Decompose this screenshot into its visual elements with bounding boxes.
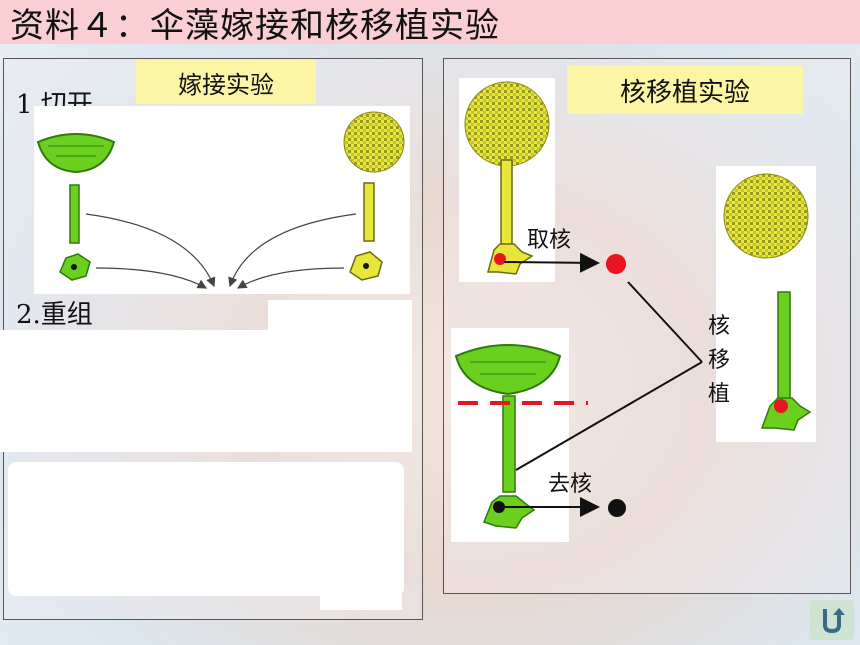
- graft-arrow-3: [228, 213, 357, 288]
- transplant-line-1: [627, 281, 703, 363]
- yellow-cap-icon: [343, 111, 405, 173]
- graft-label: 嫁接实验: [136, 60, 316, 104]
- yellow-alga-icon: [464, 81, 550, 275]
- take-nucleus-arrow: [503, 252, 600, 273]
- green-alga-icon: [454, 344, 562, 529]
- step-recombine: 2.重组: [16, 300, 93, 330]
- title-bar: 资料４：伞藻嫁接和核移植实验: [0, 0, 860, 46]
- result-alga-nucleus: [774, 399, 788, 413]
- transplant-label: 核移植实验: [567, 66, 803, 114]
- yellow-nucleus-dot: [363, 263, 369, 269]
- return-button[interactable]: [810, 600, 854, 640]
- transplant-char-3: 植: [707, 382, 730, 407]
- green-stalk-icon: [69, 184, 80, 244]
- graft-arrow-1: [85, 213, 216, 288]
- green-alga-nucleus: [493, 501, 505, 513]
- graft-arrow-4: [236, 267, 345, 289]
- green-cap-icon: [36, 133, 116, 174]
- take-nucleus-label: 取核: [527, 228, 572, 253]
- page-title: 资料４：伞藻嫁接和核移植实验: [10, 6, 500, 46]
- transplant-char-2: 移: [707, 348, 730, 373]
- yellow-stalk-icon: [363, 182, 375, 242]
- recombine-cover-1: [0, 330, 412, 452]
- graft-arrow-2: [95, 267, 208, 289]
- transplant-line-2: [515, 361, 703, 471]
- transplant-char-1: 核: [707, 314, 730, 339]
- recombine-cover-4: [320, 560, 402, 610]
- removed-black-nucleus: [608, 499, 626, 517]
- yellow-alga-nucleus: [494, 253, 506, 265]
- result-alga-icon: [723, 173, 812, 431]
- green-nucleus-dot: [71, 264, 77, 270]
- extracted-red-nucleus: [606, 254, 626, 274]
- recombine-cover-2: [268, 300, 412, 340]
- remove-nucleus-label: 去核: [548, 472, 593, 497]
- transplant-vertical-label: 核 移 植: [706, 310, 732, 412]
- return-arrow-icon: [823, 608, 845, 634]
